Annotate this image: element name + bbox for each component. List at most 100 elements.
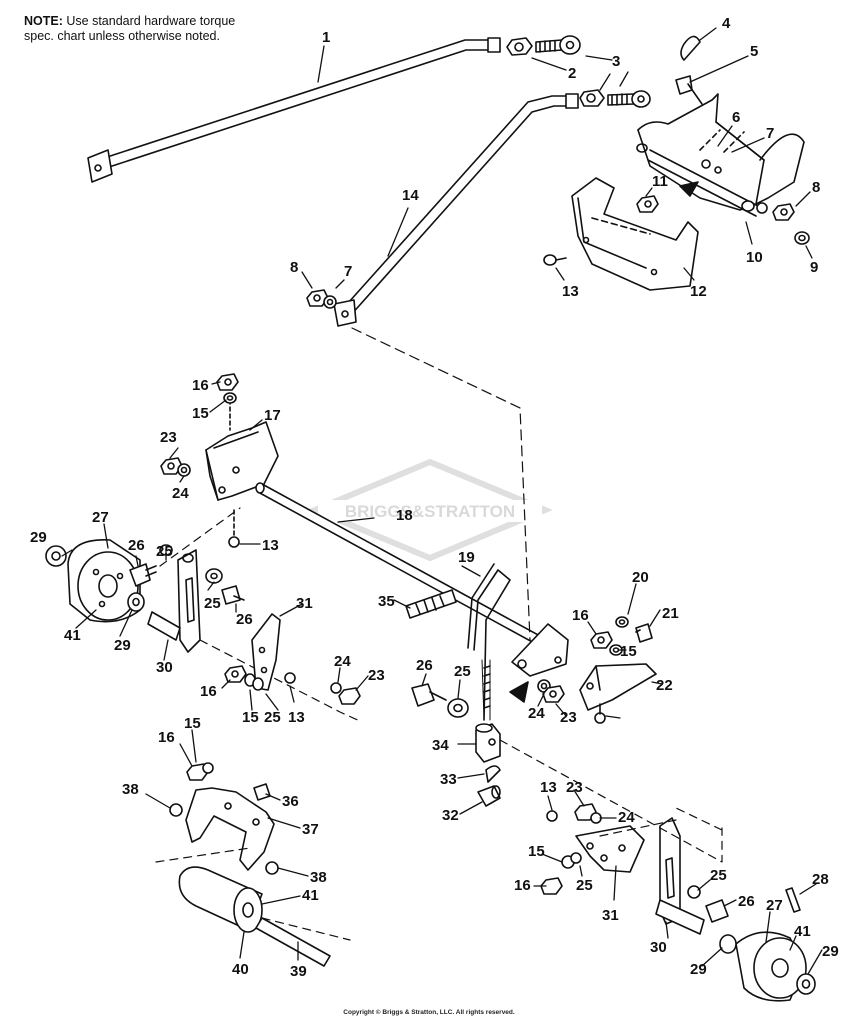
callout-numbers: 1 2 3 4 5 6 7 8 9 10 11 12 13 14 7 8 16 … (30, 15, 839, 980)
callout-32: 32 (442, 807, 459, 824)
callout-8: 8 (812, 179, 820, 196)
bracket-part-17 (205, 399, 279, 501)
callout-14: 14 (402, 187, 419, 204)
roller-part-27-right (735, 931, 807, 1002)
callout-7: 7 (766, 125, 774, 142)
washer-part-24-left (177, 463, 191, 477)
callout-37: 37 (302, 821, 319, 838)
nut-part-2-top (506, 37, 533, 56)
lift-rod-part-19 (467, 563, 511, 721)
washer-part-29-right-outer (796, 973, 816, 995)
callout-15-left: 15 (242, 709, 259, 726)
leader-lines (61, 27, 823, 975)
callout-21: 21 (662, 605, 679, 622)
callout-25-center: 25 (454, 663, 471, 680)
washer-part-7-rod (323, 295, 337, 309)
pivot-bracket-part-10 (636, 93, 805, 217)
pin-part-30-right (655, 899, 705, 935)
callout-3: 3 (612, 53, 620, 70)
rod-part-1 (87, 37, 501, 183)
bushing-part-32 (477, 785, 501, 807)
callout-26-center: 26 (416, 657, 433, 674)
nut-part-2-lower (579, 89, 605, 107)
callout-24-left-lower: 24 (334, 653, 351, 670)
callout-12: 12 (690, 283, 707, 300)
callout-13-top: 13 (562, 283, 579, 300)
roller-part-27-left (67, 539, 141, 623)
shoulder-bolt-part-26-center (411, 683, 447, 707)
eye-bolt-part-3-lower (607, 90, 651, 108)
callout-24-left: 24 (172, 485, 189, 502)
callout-11: 11 (652, 173, 668, 190)
callout-31-right: 31 (602, 907, 619, 924)
copyright-notice: Copyright © Briggs & Stratton, LLC. All … (343, 1009, 515, 1016)
watermark-text: BRIGGS&STRATTON (345, 502, 515, 521)
callout-23-left: 23 (160, 429, 177, 446)
callout-9: 9 (810, 259, 818, 276)
callout-36: 36 (282, 793, 299, 810)
screw-part-13-left (284, 672, 296, 684)
callout-25-left-top: 25 (156, 543, 173, 560)
callout-24-center: 24 (528, 705, 545, 722)
axle-part-39 (255, 917, 331, 967)
washer-part-9 (794, 231, 810, 245)
hairpin-clip-part-4 (680, 35, 701, 61)
cotter-pin-part-28 (785, 887, 801, 913)
callout-19: 19 (458, 549, 475, 566)
callout-6: 6 (732, 109, 740, 126)
washer-part-29-right-inner (719, 934, 737, 954)
hardware-note: NOTE: Use standard hardware torque spec.… (24, 14, 264, 44)
direction-arrow-center (509, 681, 529, 703)
nut-part-11 (636, 195, 659, 213)
washer-part-25-left-lower (252, 677, 264, 691)
callout-41-left: 41 (64, 627, 81, 644)
callout-18: 18 (396, 507, 413, 524)
eye-bolt-part-3-top (535, 35, 581, 55)
callout-15-top: 15 (192, 405, 209, 422)
callout-10: 10 (746, 249, 763, 266)
bolt-part-26-roller-left (129, 563, 157, 587)
mounting-plate-part-12 (571, 177, 699, 291)
callout-35: 35 (378, 593, 395, 610)
washer-part-38-upper (169, 803, 183, 817)
callout-16-lower-right: 16 (514, 877, 531, 894)
callout-26-right: 26 (738, 893, 755, 910)
slotted-arm-part-30-left (177, 549, 201, 653)
callout-8-rod: 8 (290, 259, 298, 276)
callout-24-right: 24 (618, 809, 635, 826)
callout-34: 34 (432, 737, 449, 754)
roller-part-40 (178, 866, 263, 933)
nut-part-16-top (216, 373, 239, 391)
callout-15-right: 15 (620, 643, 637, 660)
callout-27-left: 27 (92, 509, 109, 526)
callout-26-left: 26 (236, 611, 253, 628)
callout-2: 2 (568, 65, 576, 82)
nut-part-23-center (542, 685, 565, 703)
callout-17: 17 (264, 407, 281, 424)
callout-41-lower-left: 41 (302, 887, 319, 904)
direction-arrow-top (679, 181, 699, 197)
screw-part-13-right (594, 703, 606, 724)
callout-4: 4 (722, 15, 731, 32)
callout-28: 28 (812, 871, 829, 888)
nut-part-23-left (160, 457, 183, 475)
bolt-part-36 (253, 783, 271, 801)
callout-29-left-outer: 29 (30, 529, 47, 546)
callout-13-mid: 13 (262, 537, 279, 554)
callout-41-right: 41 (794, 923, 811, 940)
washer-part-38-lower (265, 861, 279, 875)
trunnion-part-34 (475, 723, 501, 763)
nut-part-16-left (224, 665, 247, 683)
note-text: Use standard hardware torque spec. chart… (24, 14, 236, 43)
callout-7-rod: 7 (344, 263, 352, 280)
washer-part-29-inner-left (127, 592, 145, 612)
callout-31-left: 31 (296, 595, 313, 612)
callout-20: 20 (632, 569, 649, 586)
screw-part-13-top (543, 254, 567, 266)
bolt-part-26-left (221, 585, 245, 605)
callout-15-lower-right: 15 (528, 843, 545, 860)
cross-shaft-part-18 (255, 482, 569, 677)
washer-part-15-lower-left (202, 762, 214, 774)
callout-39: 39 (290, 963, 307, 980)
